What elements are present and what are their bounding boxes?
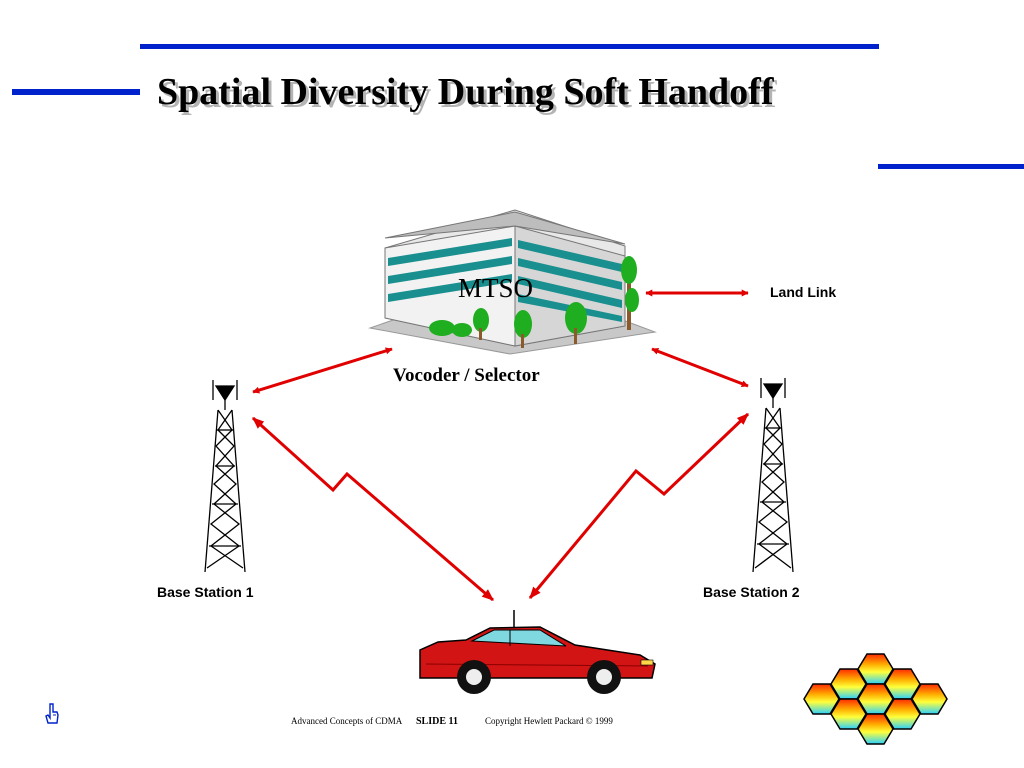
mtso-bs1-link-arrow: [252, 347, 393, 394]
footer-course-title: Advanced Concepts of CDMA: [291, 716, 403, 726]
hand-pointer-icon[interactable]: [44, 703, 60, 730]
accent-rule-left: [12, 89, 140, 95]
vocoder-selector-label: Vocoder / Selector: [393, 365, 540, 386]
tree-icon: [621, 256, 639, 330]
mtso-building-icon: [368, 209, 657, 355]
mtso-label: MTSO: [458, 273, 534, 303]
mtso-bs2-link-arrow: [651, 347, 749, 388]
accent-rule-top: [140, 44, 879, 49]
cellular-hex-logo: [797, 653, 959, 758]
antenna-tower-icon: [752, 378, 794, 573]
slide-title: Spatial Diversity During Soft Handoff: [157, 71, 774, 113]
footer-copyright: Copyright Hewlett Packard © 1999: [485, 716, 613, 726]
land-link-label: Land Link: [770, 284, 837, 300]
antenna-tower-icon: [204, 380, 246, 573]
car-icon: [419, 610, 656, 694]
base-station-1-label: Base Station 1: [157, 584, 254, 600]
footer-slide-number: SLIDE 11: [416, 716, 458, 727]
rf-link-bs2-car-arrow: [528, 412, 750, 599]
rf-link-bs1-car-arrow: [251, 416, 494, 602]
accent-rule-right: [878, 164, 1024, 169]
base-station-2-label: Base Station 2: [703, 584, 800, 600]
